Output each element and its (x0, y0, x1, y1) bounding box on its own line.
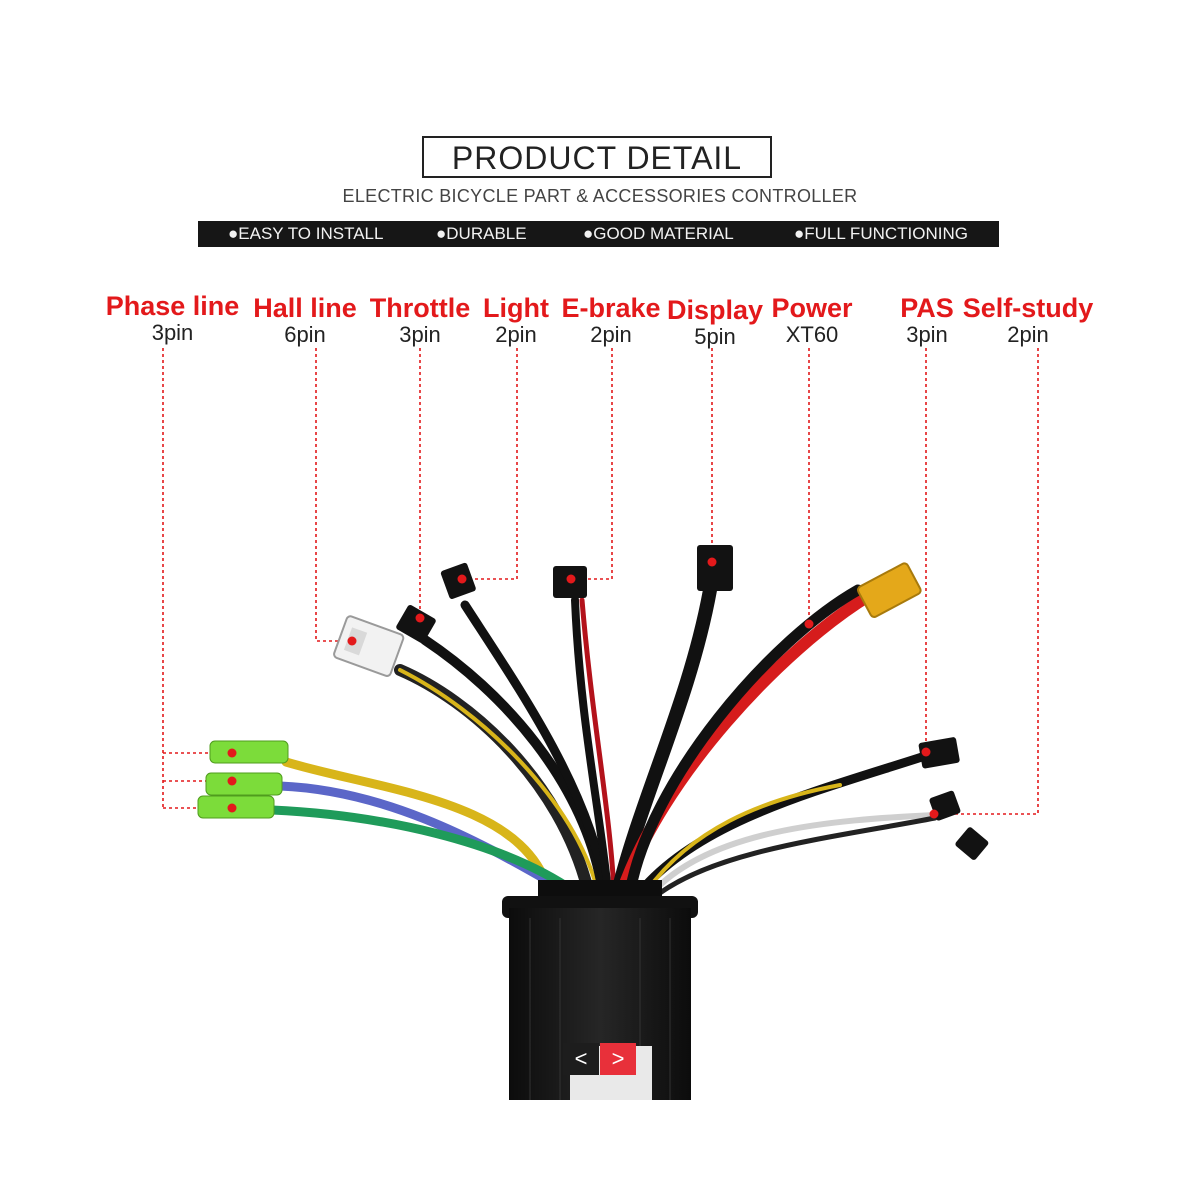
wire-phase-blue (275, 781, 565, 893)
connector-name: Phase line (105, 291, 240, 321)
self-study-connector-b (955, 827, 989, 860)
connector-pin: 2pin (495, 322, 537, 347)
label-phase-line: Phase line 3pin (100, 291, 245, 345)
connector-name: PAS (900, 293, 954, 323)
feature-full-functioning: ●FULL FUNCTIONING (794, 224, 968, 243)
connector-pin: 3pin (906, 322, 948, 347)
wires (267, 583, 938, 899)
feature-bar: ●EASY TO INSTALL ●DURABLE ●GOOD MATERIAL… (198, 221, 999, 247)
label-pas: PAS 3pin (886, 293, 968, 347)
connector-pin: 2pin (1007, 322, 1049, 347)
connector-name: Light (483, 293, 549, 323)
connector-pin: 5pin (694, 324, 736, 349)
label-e-brake: E-brake 2pin (556, 293, 666, 347)
phase-connector-yellow (209, 740, 289, 764)
wire-ebrake-red (579, 597, 617, 895)
wire-ebrake-black (571, 596, 612, 896)
connector-pin: 6pin (284, 322, 326, 347)
display-connector (697, 545, 733, 591)
label-hall-line: Hall line 6pin (250, 293, 360, 347)
connector-name: Power (771, 293, 853, 323)
connector-pin: 3pin (399, 322, 441, 347)
gallery-prev-button[interactable]: < (563, 1043, 599, 1075)
hall-connector (333, 615, 405, 677)
connector-pin: 2pin (590, 322, 632, 347)
leader-hall-line (315, 348, 352, 642)
feature-durable: ●DURABLE (436, 224, 527, 243)
phase-connector-blue (205, 772, 283, 796)
connector-name: Throttle (369, 293, 471, 323)
feature-good-material: ●GOOD MATERIAL (583, 224, 734, 243)
gallery-next-button[interactable]: > (600, 1043, 636, 1075)
connector-pin: 3pin (151, 320, 194, 345)
label-power: Power XT60 (766, 293, 858, 347)
wire-display (611, 583, 717, 899)
wire-light (460, 600, 611, 897)
label-light: Light 2pin (478, 293, 554, 347)
connector-pin: XT60 (785, 322, 839, 347)
throttle-connector (396, 604, 436, 644)
connector-name: Hall line (253, 293, 357, 323)
wire-pas-yellow (644, 783, 842, 894)
label-self-study: Self-study 2pin (960, 293, 1096, 347)
label-throttle: Throttle 3pin (366, 293, 474, 347)
wire-phase-green (267, 805, 580, 897)
pas-connector (918, 737, 960, 769)
leader-lines (162, 348, 1039, 815)
product-detail-title-box: PRODUCT DETAIL (422, 136, 772, 178)
feature-easy-install: ●EASY TO INSTALL (228, 224, 384, 243)
label-display: Display 5pin (666, 295, 764, 349)
connector-name: Display (666, 295, 764, 325)
connector-name: Self-study (962, 293, 1094, 323)
marker-dots (227, 557, 939, 819)
leader-light (462, 348, 518, 580)
connector-name: E-brake (561, 293, 661, 323)
leader-self-study (934, 348, 1039, 815)
wire-selfstudy-white (649, 812, 938, 896)
wire-selfstudy-black (657, 815, 938, 896)
page-subtitle: ELECTRIC BICYCLE PART & ACCESSORIES CONT… (342, 186, 858, 206)
wire-power-black (624, 584, 864, 898)
page-title: PRODUCT DETAIL (451, 140, 743, 176)
leader-phase-line (162, 348, 232, 809)
xt60-connector (857, 562, 922, 618)
leader-e-brake (571, 348, 613, 580)
wire-hall-yellow (398, 668, 600, 894)
connectors (197, 545, 989, 860)
wire-phase-yellow (281, 757, 553, 893)
